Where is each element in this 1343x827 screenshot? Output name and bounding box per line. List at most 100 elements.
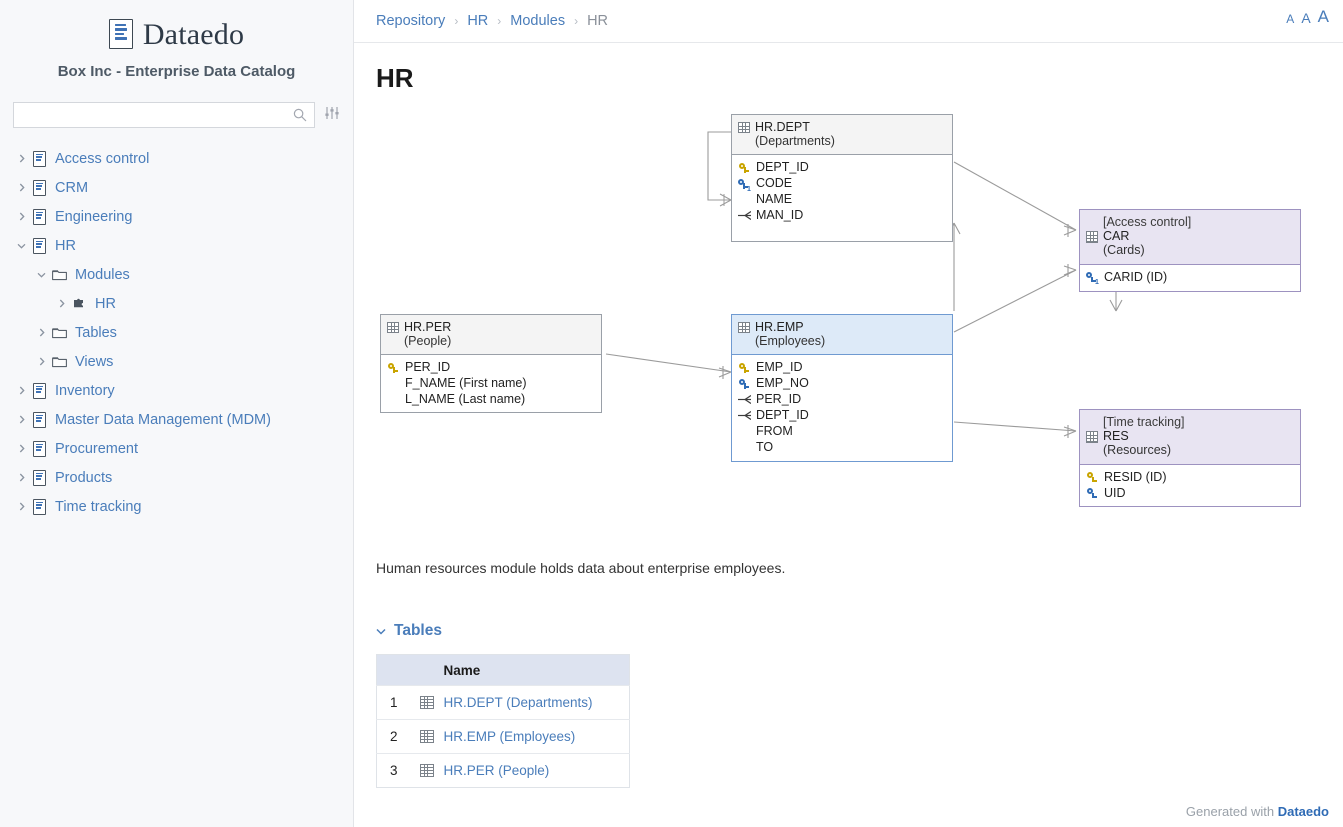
sidebar-item-modules[interactable]: Modules — [0, 260, 353, 289]
search-icon[interactable] — [293, 108, 307, 127]
entity-res[interactable]: [Time tracking]RES(Resources)RESID (ID)U… — [1079, 409, 1301, 507]
entity-header[interactable]: [Access control]CAR(Cards) — [1080, 210, 1300, 265]
entity-column: NAME — [738, 191, 944, 207]
chevron-right-icon[interactable] — [34, 357, 49, 366]
sidebar-item-tables[interactable]: Tables — [0, 318, 353, 347]
chevron-right-icon[interactable] — [14, 415, 29, 424]
sidebar-item-master-data-management-mdm[interactable]: Master Data Management (MDM) — [0, 405, 353, 434]
entity-title: (Cards) — [1103, 243, 1145, 258]
entity-column: RESID (ID) — [1086, 469, 1292, 485]
table-icon — [738, 122, 750, 133]
chevron-right-icon[interactable] — [14, 154, 29, 163]
chevron-right-icon[interactable] — [14, 183, 29, 192]
entity-name: HR.PER — [404, 320, 452, 334]
filter-sliders-icon[interactable] — [324, 105, 340, 126]
database-doc-icon — [29, 237, 49, 254]
footer-brand[interactable]: Dataedo — [1277, 804, 1329, 819]
entity-column: PER_ID — [738, 391, 944, 407]
font-size-large-button[interactable]: A — [1317, 7, 1329, 26]
column-marker-fk-icon — [738, 410, 751, 420]
column-name: EMP_ID — [756, 360, 803, 375]
app-logo[interactable]: Dataedo — [0, 18, 353, 52]
column-name: PER_ID — [756, 392, 802, 407]
entity-name: HR.EMP — [755, 320, 804, 334]
table-row[interactable]: 1 HR.DEPT (Departments) — [376, 685, 630, 720]
chevron-down-icon[interactable] — [376, 622, 386, 640]
sidebar-item-label: Procurement — [55, 440, 139, 457]
table-link[interactable]: HR.DEPT (Departments) — [443, 695, 593, 710]
column-name: CARID (ID) — [1104, 269, 1168, 284]
sidebar-item-label: Engineering — [55, 208, 133, 225]
table-header-row: Name — [376, 654, 630, 686]
table-icon — [1086, 431, 1098, 443]
chevron-right-icon[interactable] — [14, 502, 29, 511]
row-table-icon — [410, 685, 443, 720]
entity-columns: RESID (ID)UID — [1080, 465, 1300, 506]
entity-header[interactable]: HR.EMP(Employees) — [732, 315, 952, 356]
breadcrumb-separator: › — [574, 14, 579, 28]
sidebar-item-products[interactable]: Products — [0, 463, 353, 492]
column-name: NAME — [756, 192, 793, 207]
row-index: 1 — [376, 685, 411, 720]
table-icon — [419, 729, 434, 743]
footer-text: Generated with — [1185, 804, 1278, 819]
sidebar: Dataedo Box Inc - Enterprise Data Catalo… — [0, 0, 354, 827]
column-name: FROM — [756, 424, 793, 439]
table-icon — [1086, 231, 1098, 243]
column-name: MAN_ID — [756, 208, 804, 223]
sidebar-item-hr[interactable]: HR — [0, 231, 353, 260]
breadcrumb-item-modules[interactable]: Modules — [510, 13, 566, 29]
chevron-down-icon[interactable] — [14, 243, 29, 249]
sidebar-item-access-control[interactable]: Access control — [0, 144, 353, 173]
font-size-medium-button[interactable]: A — [1301, 10, 1311, 26]
row-table-icon — [410, 719, 443, 754]
chevron-right-icon[interactable] — [54, 299, 69, 308]
column-marker-uk-icon: 1 — [1086, 271, 1099, 286]
column-name: DEPT_ID — [756, 160, 809, 175]
search-box[interactable] — [13, 102, 315, 128]
entity-column: F_NAME (First name) — [387, 375, 593, 391]
font-size-small-button[interactable]: A — [1286, 12, 1295, 26]
entity-module: [Access control] — [1103, 215, 1192, 229]
entity-header[interactable]: HR.DEPT(Departments) — [732, 115, 952, 156]
breadcrumb-item-repository[interactable]: Repository — [376, 13, 446, 29]
column-name: TO — [756, 440, 774, 455]
column-name: UID — [1104, 485, 1126, 500]
tables-section-header[interactable]: Tables — [376, 622, 630, 640]
sidebar-item-procurement[interactable]: Procurement — [0, 434, 353, 463]
chevron-right-icon[interactable] — [14, 386, 29, 395]
entity-car[interactable]: [Access control]CAR(Cards) 1 CARID (ID) — [1079, 209, 1301, 292]
column-name: CODE — [756, 176, 793, 191]
breadcrumb-item-hr[interactable]: HR — [467, 13, 489, 29]
chevron-right-icon[interactable] — [14, 444, 29, 453]
sidebar-item-label: Master Data Management (MDM) — [55, 411, 271, 428]
entity-header[interactable]: [Time tracking]RES(Resources) — [1080, 410, 1300, 465]
search-input[interactable] — [14, 103, 314, 127]
chevron-right-icon[interactable] — [34, 328, 49, 337]
sidebar-item-inventory[interactable]: Inventory — [0, 376, 353, 405]
brand-name: Dataedo — [142, 18, 245, 51]
sidebar-item-engineering[interactable]: Engineering — [0, 202, 353, 231]
chevron-down-icon[interactable] — [34, 272, 49, 278]
column-name: DEPT_ID — [756, 408, 809, 423]
sidebar-item-views[interactable]: Views — [0, 347, 353, 376]
entity-header[interactable]: HR.PER(People) — [381, 315, 601, 356]
sidebar-item-hr[interactable]: HR — [0, 289, 353, 318]
folder-icon — [49, 327, 69, 339]
chevron-right-icon[interactable] — [14, 212, 29, 221]
column-marker-pk-icon — [1086, 471, 1099, 483]
row-table-icon — [411, 754, 443, 788]
table-link[interactable]: HR.EMP (Employees) — [443, 729, 576, 744]
table-link[interactable]: HR.PER (People) — [443, 763, 550, 778]
chevron-right-icon[interactable] — [14, 473, 29, 482]
sidebar-item-time-tracking[interactable]: Time tracking — [0, 492, 353, 521]
sidebar-item-crm[interactable]: CRM — [0, 173, 353, 202]
table-icon — [419, 695, 434, 709]
entity-module: [Time tracking] — [1103, 415, 1185, 429]
